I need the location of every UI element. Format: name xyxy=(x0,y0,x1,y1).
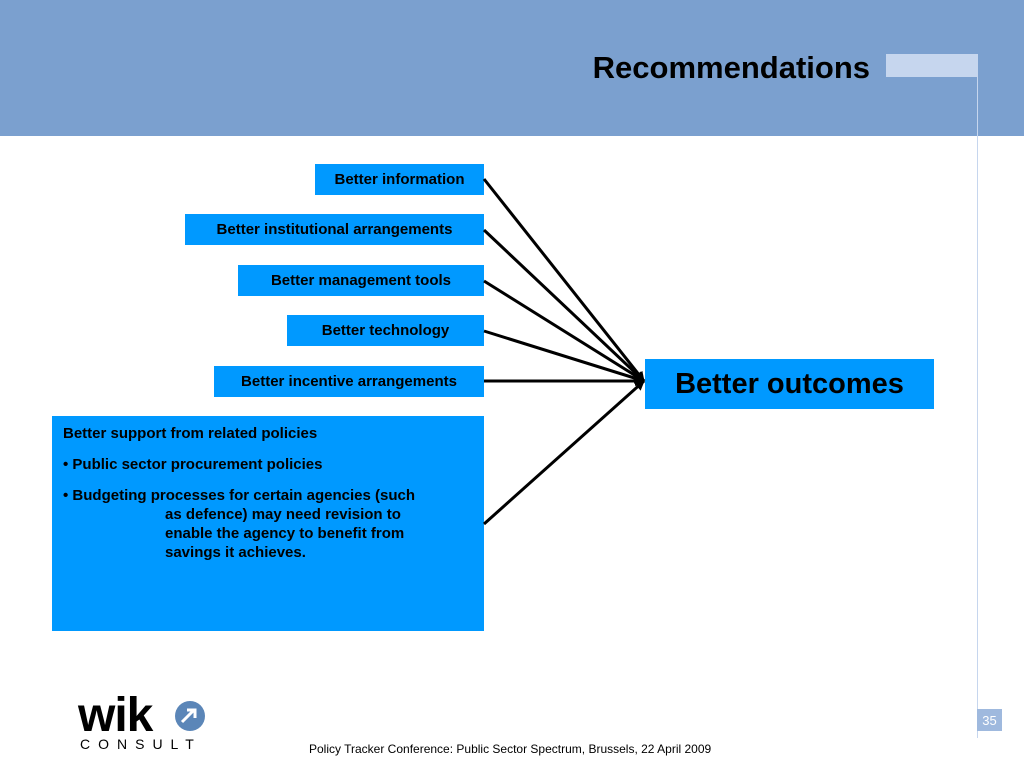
arrow-information xyxy=(482,178,646,382)
input-box-technology: Better technology xyxy=(287,315,484,346)
header-accent-bar xyxy=(886,54,978,77)
header-band xyxy=(0,0,1024,136)
logo-subtitle: CONSULT xyxy=(80,736,202,752)
support-bullet-budgeting-line-4: savings it achieves. xyxy=(165,544,306,561)
support-heading: Better support from related policies xyxy=(63,425,318,442)
page-number-badge: 35 xyxy=(977,709,1002,731)
footer-caption: Policy Tracker Conference: Public Sector… xyxy=(309,742,712,756)
slide-title: Recommendations xyxy=(592,50,870,85)
logo-arrow-icon xyxy=(175,701,205,731)
support-bullet-budgeting-line-2: as defence) may need revision to xyxy=(165,506,401,523)
input-box-management-tools: Better management tools xyxy=(238,265,484,296)
right-divider-line xyxy=(977,54,978,738)
logo-wordmark: wik xyxy=(78,689,153,742)
input-box-institutional: Better institutional arrangements xyxy=(185,214,484,245)
input-box-information: Better information xyxy=(315,164,484,195)
arrow-technology xyxy=(483,329,645,384)
support-bullet-budgeting-line-1: • Budgeting processes for certain agenci… xyxy=(63,487,416,504)
outcome-box: Better outcomes xyxy=(645,359,934,409)
support-policies-box: Better support from related policies • P… xyxy=(52,416,484,631)
support-bullet-budgeting-line-3: enable the agency to benefit from xyxy=(165,525,405,542)
input-box-incentives: Better incentive arrangements xyxy=(214,366,484,397)
arrow-management-tools xyxy=(483,279,645,383)
arrow-institutional xyxy=(482,228,646,383)
wik-consult-logo: wik CONSULT xyxy=(78,692,218,756)
support-bullet-procurement: • Public sector procurement policies xyxy=(63,456,323,473)
arrow-support xyxy=(483,379,645,526)
